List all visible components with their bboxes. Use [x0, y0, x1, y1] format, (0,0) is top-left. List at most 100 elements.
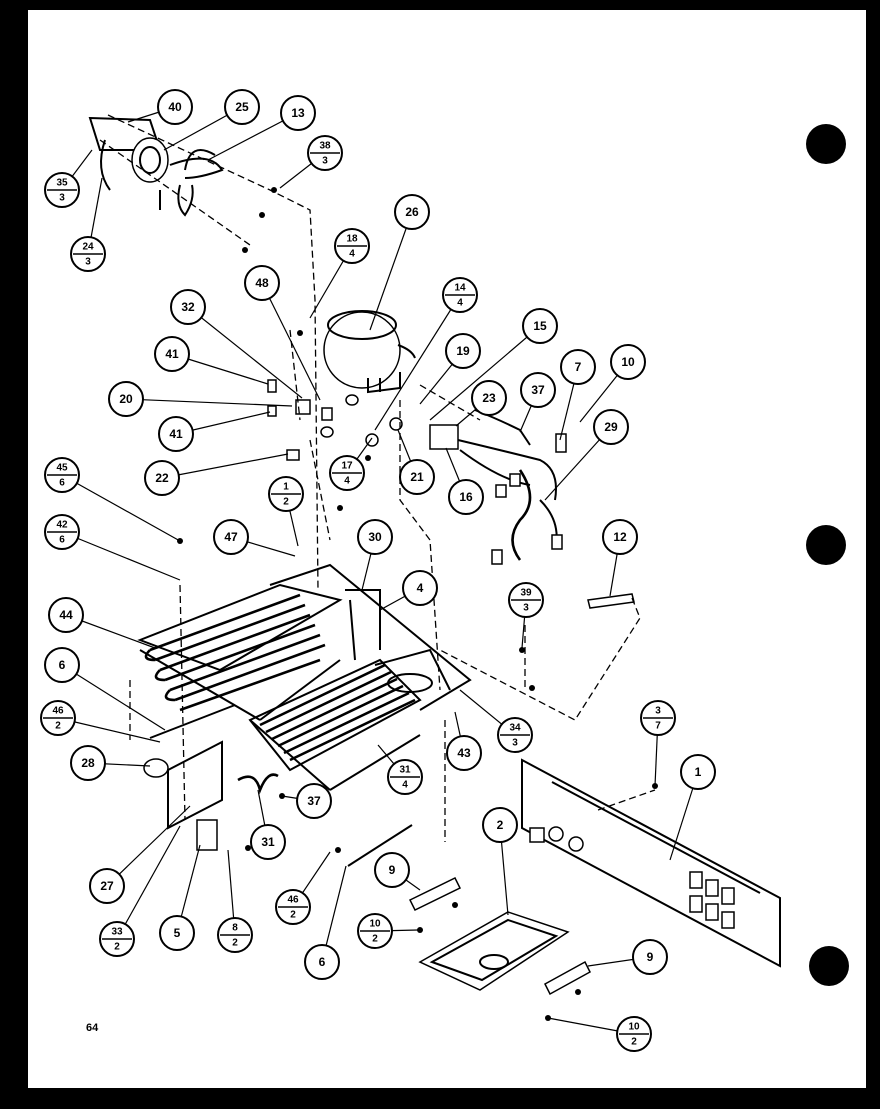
callout-subfigure: 3 [523, 603, 529, 614]
control-panel-1 [521, 758, 781, 968]
callout-number: 45 [56, 463, 68, 474]
callout-subfigure: 2 [114, 942, 120, 953]
callout-c20: 20 [108, 381, 144, 417]
callout-subfigure: 4 [344, 476, 350, 487]
callout-number: 14 [454, 283, 466, 294]
callout-number: 31 [399, 765, 411, 776]
callout-c27: 27 [89, 868, 125, 904]
callout-number: 2 [497, 818, 504, 832]
callout-circle [108, 381, 144, 417]
callout-c45: 456 [44, 457, 80, 493]
callout-c9a: 9 [374, 852, 410, 888]
callout-circle [522, 308, 558, 344]
compressor-grommets [267, 379, 403, 461]
callout-circle [154, 336, 190, 372]
callout-c21: 21 [399, 459, 435, 495]
callout-leader [106, 805, 191, 887]
callout-number: 34 [509, 723, 521, 734]
callout-subfigure: 4 [457, 298, 463, 309]
screws [177, 187, 658, 1021]
callout-number: 46 [52, 706, 64, 717]
callout-c31: 31 [250, 824, 286, 860]
callout-circle [70, 745, 106, 781]
callout-subfigure: 7 [655, 721, 661, 732]
callout-c1: 1 [680, 754, 716, 790]
callout-c33: 332 [99, 921, 135, 957]
evaporator-coil-left [137, 583, 343, 721]
callout-leader [429, 325, 541, 421]
callout-circle [159, 915, 195, 951]
callout-c32: 32 [170, 289, 206, 325]
callout-c40: 40 [157, 89, 193, 125]
callout-c10a: 10 [610, 344, 646, 380]
callout-circle [610, 344, 646, 380]
callout-circle [244, 265, 280, 301]
callout-number: 25 [235, 100, 249, 114]
callout-leader [61, 531, 181, 581]
callout-number: 9 [647, 950, 654, 964]
callout-number: 22 [155, 471, 169, 485]
callout-subfigure: 4 [402, 780, 408, 791]
callout-circle [250, 824, 286, 860]
callout-c3: 37 [640, 700, 676, 736]
callout-c19: 19 [445, 333, 481, 369]
callout-number: 18 [346, 234, 358, 245]
callout-number: 46 [287, 895, 299, 906]
callout-number: 20 [119, 392, 133, 406]
part-12-bracket [587, 593, 635, 609]
callout-c15: 15 [522, 308, 558, 344]
callout-subfigure: 2 [232, 938, 238, 949]
callout-c10c: 102 [616, 1016, 652, 1052]
callout-subfigure: 6 [59, 478, 65, 489]
callout-number: 3 [655, 706, 661, 717]
callout-c46b: 462 [275, 889, 311, 925]
callout-c13: 13 [280, 95, 316, 131]
callout-number: 28 [81, 756, 95, 770]
callout-c16: 16 [448, 479, 484, 515]
callout-number: 38 [319, 141, 331, 152]
callout-circle [482, 807, 518, 843]
callout-number: 48 [255, 276, 269, 290]
callout-c37a: 37 [520, 372, 556, 408]
callout-c10b: 102 [357, 913, 393, 949]
callout-circle [158, 416, 194, 452]
callout-circle [593, 409, 629, 445]
drain-tube-31 [237, 773, 279, 795]
callout-number: 10 [369, 919, 381, 930]
callout-number: 40 [168, 100, 182, 114]
callout-number: 35 [56, 178, 68, 189]
callout-circle [632, 939, 668, 975]
callout-number: 44 [59, 608, 73, 622]
callout-c35: 353 [44, 172, 80, 208]
callout-c26: 26 [394, 194, 430, 230]
callout-c31b: 314 [387, 759, 423, 795]
callout-number: 1 [283, 482, 289, 493]
base-pan [269, 563, 472, 711]
callout-circle [402, 570, 438, 606]
callout-leader [261, 282, 321, 401]
callout-number: 6 [319, 955, 326, 969]
callout-c48: 48 [244, 265, 280, 301]
callout-c14: 144 [442, 277, 478, 313]
callout-leader [369, 211, 413, 331]
callout-number: 31 [261, 835, 275, 849]
callout-number: 6 [59, 658, 66, 672]
callout-c41a: 41 [154, 336, 190, 372]
leader-lines [57, 106, 699, 1035]
callout-circle [446, 735, 482, 771]
callout-number: 29 [604, 420, 618, 434]
callout-circle [448, 479, 484, 515]
callout-c5: 5 [159, 915, 195, 951]
callout-c44: 44 [48, 597, 84, 633]
callout-subfigure: 3 [322, 156, 328, 167]
callout-c42: 426 [44, 514, 80, 550]
callout-leader [116, 825, 181, 940]
compressor [323, 310, 416, 394]
callout-number: 42 [56, 520, 68, 531]
callout-number: 10 [628, 1022, 640, 1033]
callout-number: 7 [575, 360, 582, 374]
